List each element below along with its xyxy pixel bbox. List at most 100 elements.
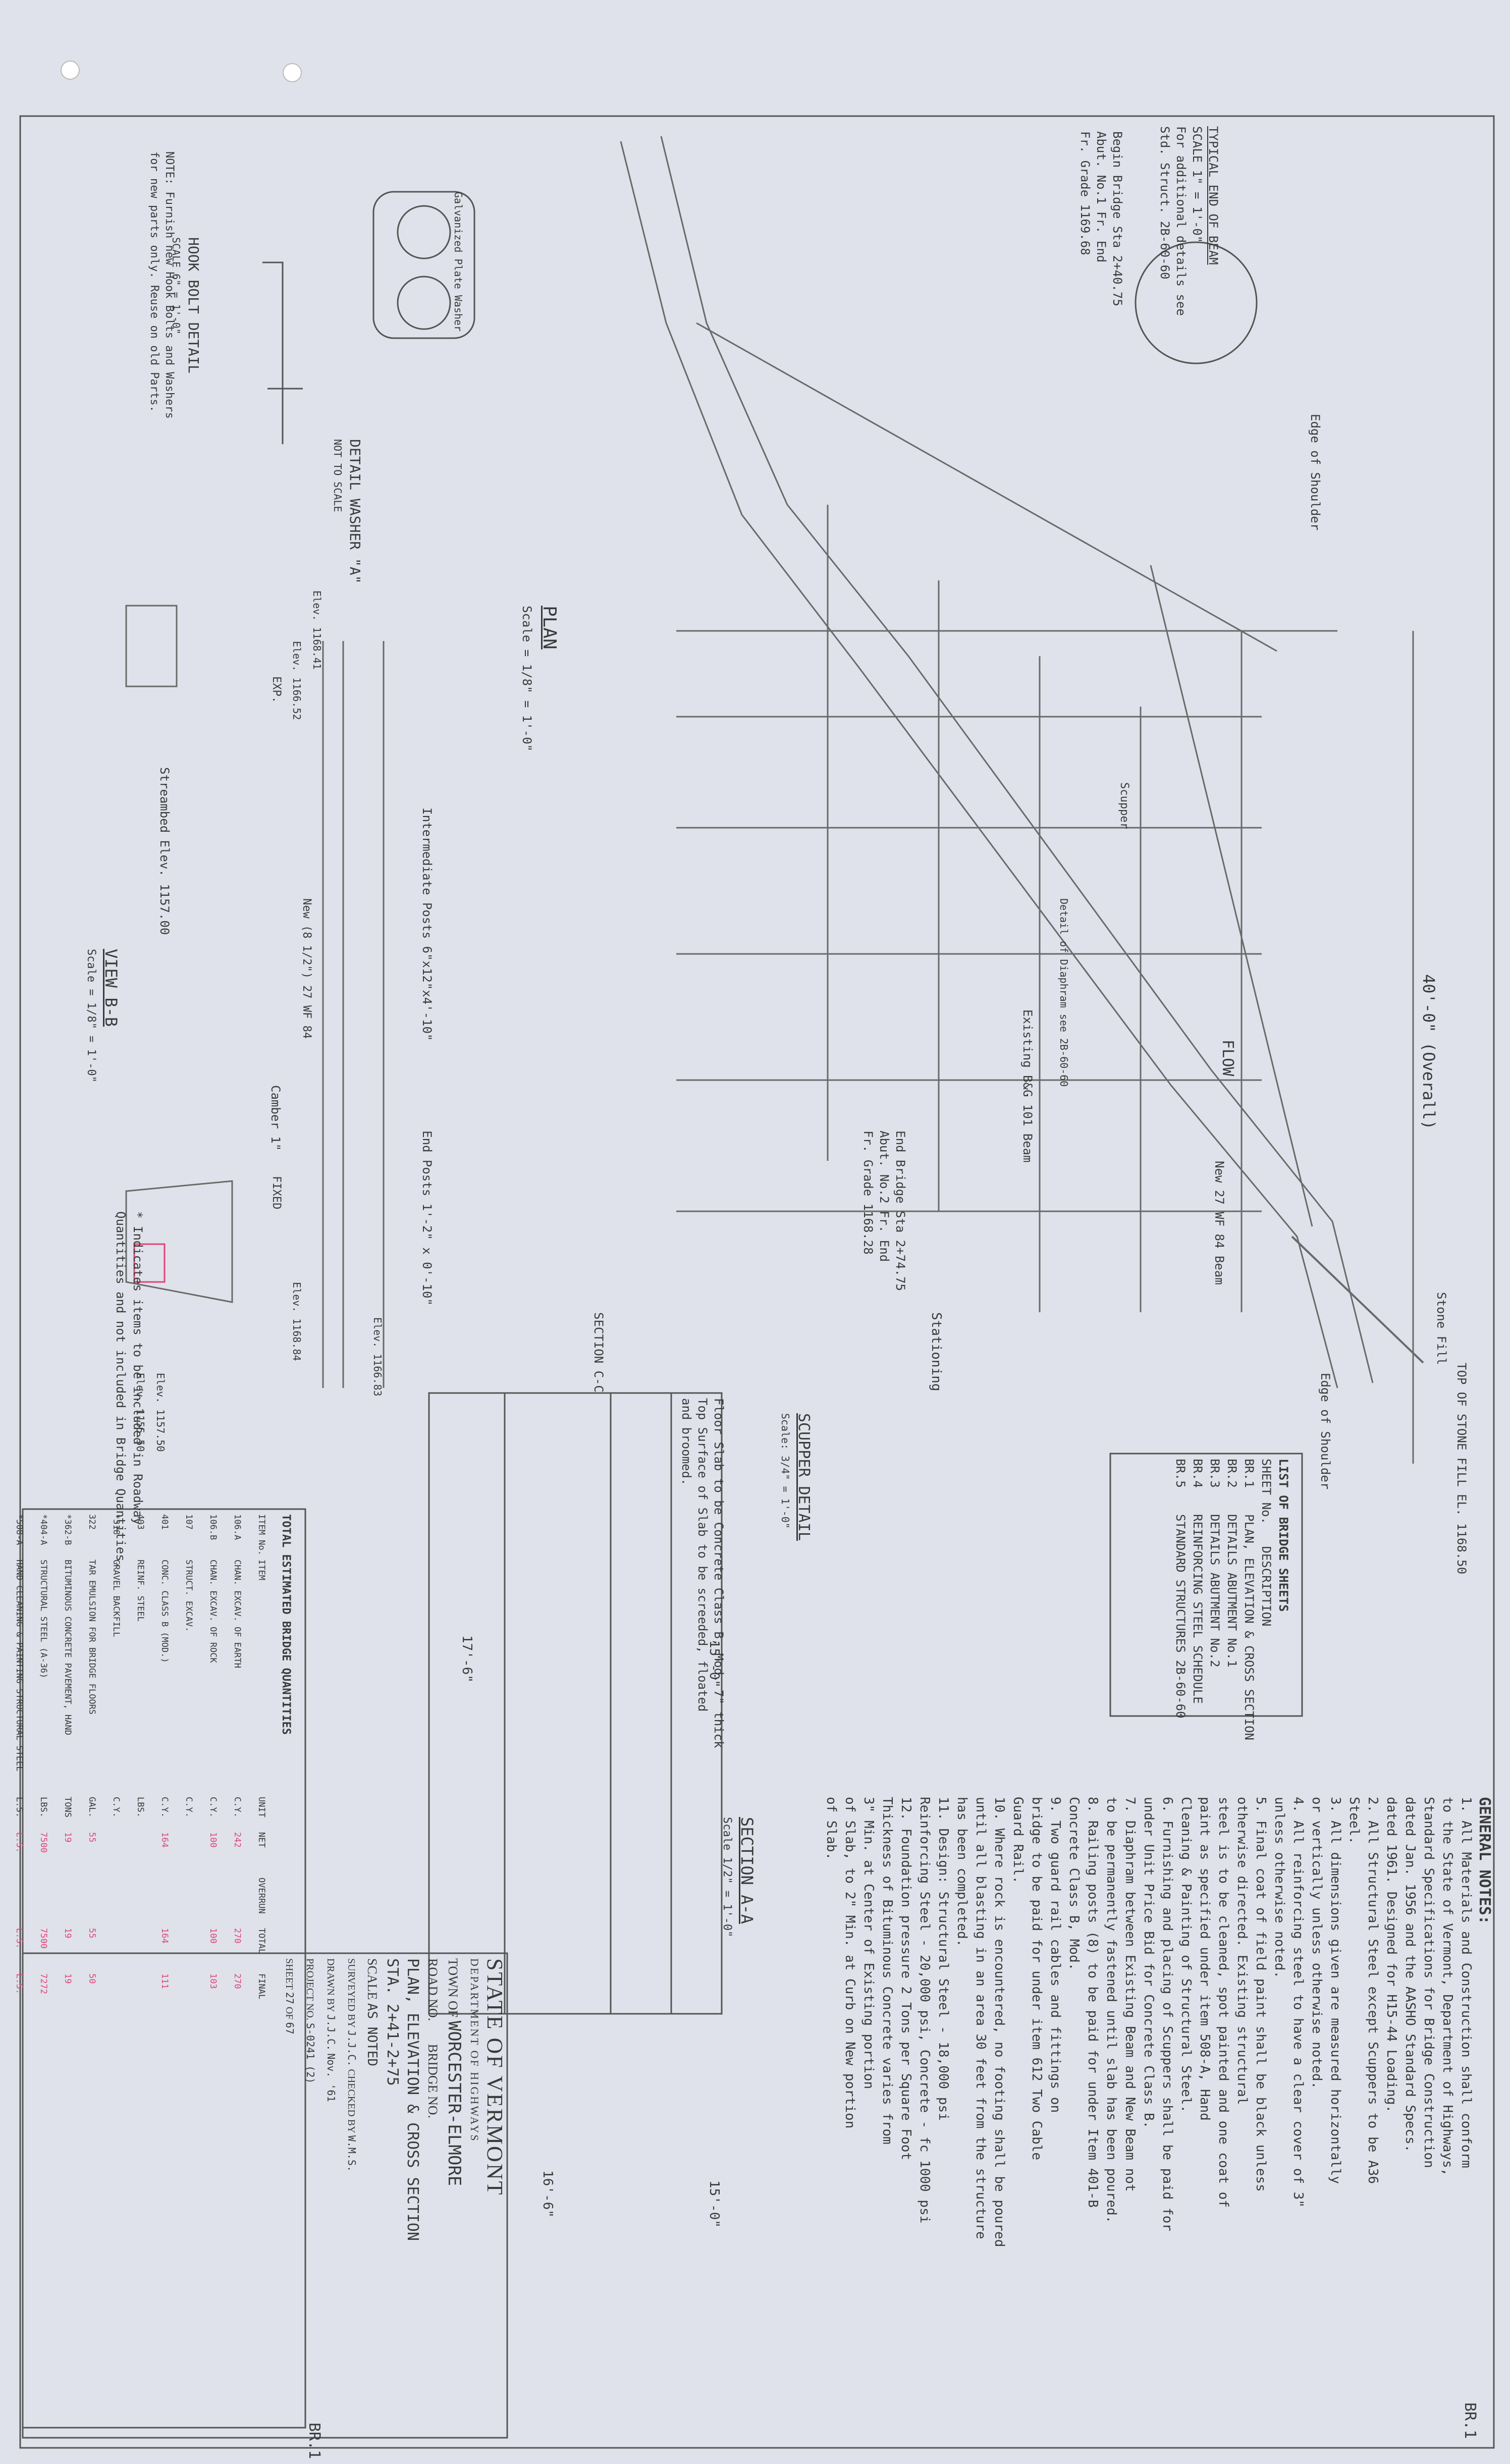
title-surveyed-row: SURVEYED BY J.J.C. CHECKED BY W.M.S. <box>341 1958 362 2241</box>
quantities-table: TOTAL ESTIMATED BRIDGE QUANTITIES ITEM N… <box>0 1514 298 2014</box>
general-note-line: dated Jan. 1956 and the AASHO Standard S… <box>1403 1797 1418 2153</box>
intermediate-posts-label: Intermediate Posts 6"x12"x4'-10" <box>420 808 434 1041</box>
bottom-code: BR.1 <box>1461 2402 1479 2439</box>
scale-label: SCALE <box>365 1958 380 2000</box>
sheet-desc-cell: STANDARD STRUCTURES 2B-60-60 <box>1173 1514 1188 1719</box>
surveyed-label: SURVEYED BY <box>346 1958 357 2028</box>
drawn-value: J.J.C. <box>325 2014 337 2051</box>
checked-value: W.M.S. <box>346 2135 358 2172</box>
general-note-line: 2. All Structural Steel except Scuppers … <box>1365 1797 1380 2184</box>
hook-bolt-title: HOOK BOLT DETAIL <box>185 237 202 373</box>
general-note-line: bridge to be paid for under item 612 Two… <box>1029 1797 1044 2161</box>
dim-17-label: 17'-6" <box>459 1635 474 1683</box>
footnote-line-2: Quantities and not included in Bridge Qu… <box>114 1211 128 1569</box>
quantities-cell: 242 <box>232 1832 242 1848</box>
sheet-list: LIST OF BRIDGE SHEETS SHEET No. DESCRIPT… <box>1172 1459 1292 1740</box>
sheet-desc-cell: DETAILS ABUTMENT No.1 <box>1225 1514 1239 1668</box>
typical-end-label: TYPICAL END OF BEAM SCALE 1" = 1'-0" For… <box>1157 126 1221 316</box>
general-note-line: unless otherwise noted. <box>1272 1797 1287 1979</box>
sheet-no-cell: BR.1 <box>1242 1459 1256 1488</box>
washer-title: DETAIL WASHER "A" <box>347 439 363 584</box>
sheet-list-col-desc: DESCRIPTION <box>1259 1546 1273 1627</box>
begin-bridge-label: Begin Bridge Sta 2+40.75 Abut. No.1 Fr. … <box>1077 131 1125 306</box>
quantities-cell: 106.B <box>208 1514 218 1540</box>
general-note-line: Standard Specifications for Bridge Const… <box>1421 1797 1436 2168</box>
quantities-cell: LBS. <box>38 1797 48 1817</box>
quantities-header-cell: OVERRUN <box>256 1878 266 1914</box>
quantities-cell: C.Y. <box>184 1797 194 1817</box>
quantities-cell: REINF. STEEL <box>135 1560 145 1622</box>
quantities-cell: 103 <box>208 1973 218 1989</box>
sheet-no-cell: BR.2 <box>1225 1459 1239 1488</box>
quantities-cell: *522 <box>0 1514 7 1560</box>
galv-washer-label: Galvanized Plate Washer <box>452 192 464 332</box>
floor-slab-1: Floor Slab to be Concrete Class B, Mod. … <box>712 1398 726 1748</box>
project-label: PROJECT NO. <box>304 1958 315 2020</box>
general-note-line: Reinforcing Steel - 20,000 psi, Concrete… <box>917 1797 932 2224</box>
hook-note-1: NOTE: Furnish new Hook Bolts and Washers <box>163 151 176 419</box>
general-note-line: otherwise directed. Existing structural <box>1234 1797 1250 2105</box>
elev-label-6: Elev. 1155.50 <box>134 1373 146 1452</box>
scupper-detail-title: SCUPPER DETAIL <box>795 1413 813 1541</box>
washer-detail-lines <box>372 191 475 339</box>
quantities-row: 401CONC. CLASS B (MOD.)C.Y.164164111 <box>152 1514 177 2014</box>
quantities-cell: 19 <box>63 1973 73 1984</box>
quantities-cell: 401 <box>159 1514 170 1530</box>
sheet-label: SHEET <box>284 1958 295 1990</box>
quantities-cell: *508-A <box>14 1514 24 1545</box>
sheet-no-cell: BR.3 <box>1208 1459 1222 1488</box>
quantities-row: *522STONE FILL (HEAVY TYPE)C.Y.148148125 <box>0 1514 7 2014</box>
general-note-line: steel is to be cleaned, spot painted and… <box>1216 1797 1231 2208</box>
quantities-cell: GAL. <box>87 1797 97 1817</box>
quantities-cell: *362-B <box>63 1514 73 1545</box>
quantities-row: 106.BCHAN. EXCAV. OF ROCKC.Y.100100103 <box>201 1514 225 2014</box>
typical-end-note-2: Std. Struct. 2B-60-60 <box>1158 126 1172 280</box>
abutment-left <box>125 605 178 687</box>
general-note-line: Cleaning & Painting of Structural Steel. <box>1178 1797 1194 2113</box>
abutment-right <box>125 1180 233 1303</box>
hook-note-2: for new parts only. Reuse on old Parts. <box>148 151 160 412</box>
title-sheet-title: PLAN, ELEVATION & CROSS SECTION <box>404 1958 421 2241</box>
quantities-cell: 55 <box>87 1928 97 1939</box>
quantities-cell: 100 <box>208 1832 218 1848</box>
general-note-line: 9. Two guard rail cables and fittings on <box>1048 1797 1063 2113</box>
view-bb-title: VIEW B-B <box>101 949 121 1027</box>
quantities-row: *318GRAVEL BACKFILLC.Y. <box>104 1514 128 2014</box>
elev-label-5: Elev. 1157.50 <box>154 1373 167 1452</box>
general-notes-lines: 1. All Materials and Construction shall … <box>822 1797 1475 2247</box>
general-note-line: to be permanently fastened until slab ha… <box>1104 1797 1119 2224</box>
title-block: STATE OF VERMONT DEPARTMENT OF HIGHWAYS … <box>279 1958 507 2241</box>
general-note-line: 3" Min. at Center of Existing portion <box>861 1797 876 2090</box>
end-bridge-1: End Bridge Sta 2+74.75 <box>893 1131 907 1291</box>
quantities-cell: C.Y. <box>0 1797 7 1832</box>
begin-bridge-3: Fr. Grade 1169.68 <box>1078 131 1092 255</box>
scupper-label: Scupper <box>1118 782 1130 829</box>
quantities-row: 106.ACHAN. EXCAV. OF EARTHC.Y.242270270 <box>225 1514 249 2014</box>
general-note-line: 6. Furnishing and placing of Scuppers sh… <box>1160 1797 1175 2231</box>
elev-label-2: Elev. 1166.52 <box>291 641 303 720</box>
general-notes-title: GENERAL NOTES: <box>1476 1797 1493 1924</box>
general-note-line: until all blasting in an area 30 feet fr… <box>973 1797 988 2239</box>
section-aa-lines <box>428 1392 723 2015</box>
quantities-header-cell: ITEM <box>256 1560 266 1580</box>
general-note-line: 3. All dimensions given are measured hor… <box>1328 1797 1343 2184</box>
title-project-row: PROJECT NO. S-0241 (2) <box>300 1958 320 2241</box>
general-note-line: of Slab, to 2" Min. at Curb on New porti… <box>842 1797 857 2129</box>
quantities-cell: 50 <box>87 1973 97 1984</box>
title-department: DEPARTMENT OF HIGHWAYS <box>468 1958 481 2142</box>
quantities-cell: L.S. <box>14 1973 24 1994</box>
quantities-cell: 164 <box>159 1928 170 1944</box>
quantities-row: *404-ASTRUCTURAL STEEL (A-36)LBS.7500750… <box>31 1514 56 2014</box>
typical-end-title: TYPICAL END OF BEAM <box>1206 126 1220 265</box>
quantities-row: *362-BBITUMINOUS CONCRETE PAVEMENT, HAND… <box>56 1514 80 2014</box>
sheet-border <box>19 115 1495 2449</box>
plan-scale: Scale = 1/8" = 1'-0" <box>520 606 534 752</box>
checked-label: CHECKED BY <box>346 2069 357 2133</box>
hook-bolt <box>262 261 284 444</box>
quantities-header-cell: FINAL <box>256 1973 266 2000</box>
overall-dim-label: 40'-0" (Overall) <box>1419 974 1438 1130</box>
quantities-cell: L.S. <box>14 1832 24 1853</box>
general-note-line: 4. All reinforcing steel to have a clear… <box>1290 1797 1306 2208</box>
hook-bolt-lines <box>262 261 303 444</box>
